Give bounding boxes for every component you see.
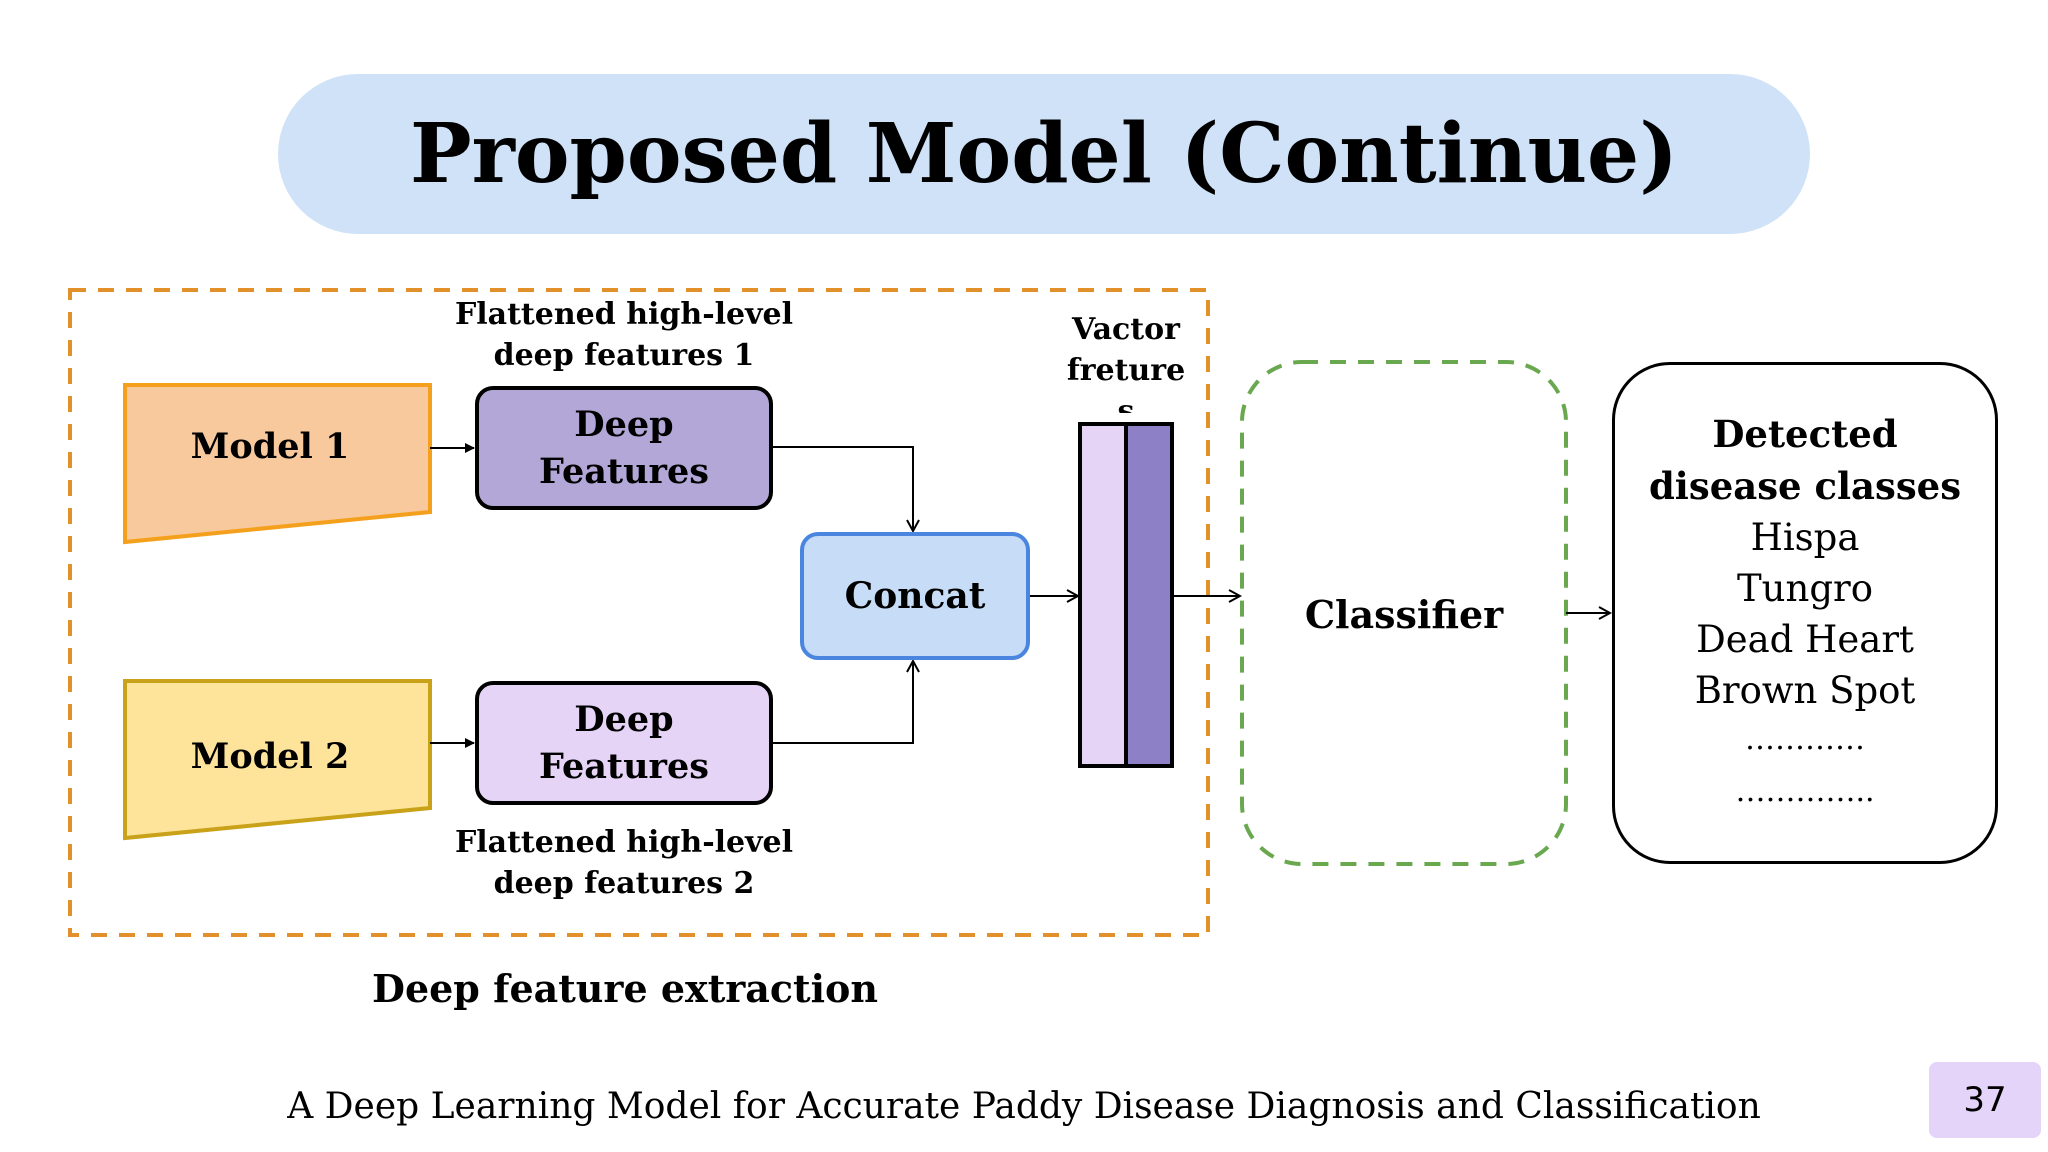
concat-box: Concat <box>800 532 1030 660</box>
output-class-item: Hispa <box>1750 516 1860 559</box>
deep-features-2-line-2: Features <box>539 746 709 787</box>
caption-top-line-1: Flattened high-level <box>454 297 794 332</box>
vector-segment-2 <box>1124 422 1174 768</box>
deep-features-1-line-2: Features <box>539 451 709 492</box>
slide-title: Proposed Model (Continue) <box>409 106 1679 202</box>
output-class-item: Tungro <box>1737 567 1873 610</box>
model-1-label: Model 1 <box>190 426 350 467</box>
output-class-item: ………….. <box>1735 774 1875 809</box>
arrow-features2-to-concat <box>773 661 913 744</box>
deep-features-2-box: Deep Features <box>475 681 773 805</box>
output-class-item: Dead Heart <box>1696 618 1914 661</box>
feature-extraction-label: Deep feature extraction <box>372 966 878 1011</box>
caption-bottom-line-2: deep features 2 <box>493 866 755 901</box>
model-2-shape <box>123 679 432 841</box>
caption-top: Flattened high-level deep features 1 <box>424 294 824 376</box>
concat-label: Concat <box>844 575 986 617</box>
output-heading-line-1: Detected <box>1712 412 1898 456</box>
model-2-label: Model 2 <box>190 736 350 777</box>
output-box <box>1612 362 1998 864</box>
caption-top-line-2: deep features 1 <box>493 338 755 373</box>
vector-label-line-2: freture <box>1066 353 1186 388</box>
page-number-badge: 37 <box>1929 1062 2041 1138</box>
output-class-item: ………… <box>1745 722 1865 757</box>
caption-bottom: Flattened high-level deep features 2 <box>424 822 824 904</box>
feature-extraction-group <box>68 288 1210 937</box>
deep-features-1-box: Deep Features <box>475 386 773 510</box>
vector-label-line-3: s <box>1117 394 1135 413</box>
model-1-shape <box>123 383 432 545</box>
vector-label: Vactor freture s <box>1040 309 1212 413</box>
arrow-features1-to-concat <box>773 446 913 531</box>
classifier-label: Classifier <box>1304 592 1504 637</box>
page-number: 37 <box>1963 1080 2007 1120</box>
title-banner: Proposed Model (Continue) <box>278 74 1810 234</box>
vector-label-line-1: Vactor <box>1072 312 1180 347</box>
deep-features-1-line-1: Deep <box>574 404 674 445</box>
caption-bottom-line-1: Flattened high-level <box>454 825 794 860</box>
vector-segment-1 <box>1078 422 1128 768</box>
deep-features-2-line-1: Deep <box>574 699 674 740</box>
output-class-item: Brown Spot <box>1694 669 1916 712</box>
slide-footer: A Deep Learning Model for Accurate Paddy… <box>287 1086 1761 1127</box>
output-heading-line-2: disease classes <box>1648 464 1962 508</box>
